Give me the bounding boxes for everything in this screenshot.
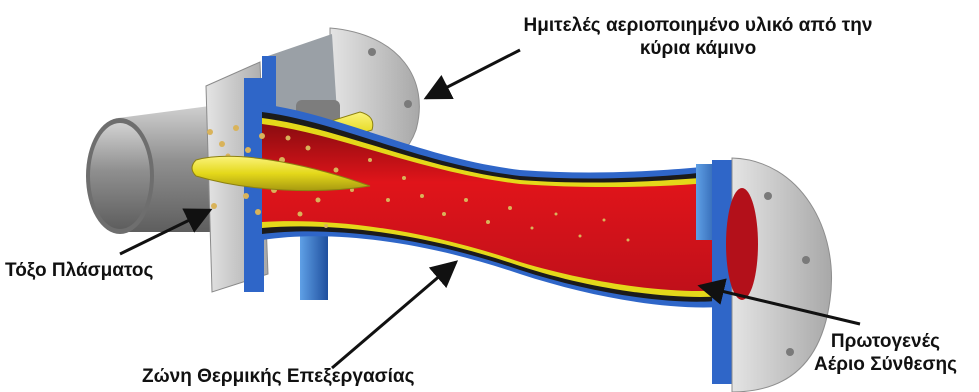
feed-label: Ημιτελές αεριοποιημένο υλικό από την κύρ… xyxy=(478,14,918,60)
thermal-zone-label: Ζώνη Θερμικής Επεξεργασίας xyxy=(142,365,414,388)
thermal-zone-arrow xyxy=(332,262,456,368)
thermal-treatment-zone xyxy=(262,124,722,291)
reactor-shell xyxy=(262,104,732,308)
syngas-label-line2: Αέριο Σύνθεσης xyxy=(792,353,979,376)
plasma-arc-label: Τόξο Πλάσματος xyxy=(5,259,153,282)
feed-label-line1: Ημιτελές αεριοποιημένο υλικό από την xyxy=(478,14,918,37)
syngas-label: Πρωτογενές Αέριο Σύνθεσης xyxy=(792,330,979,376)
syngas-label-line1: Πρωτογενές xyxy=(792,330,979,353)
feed-label-line2: κύρια κάμινο xyxy=(478,37,918,60)
